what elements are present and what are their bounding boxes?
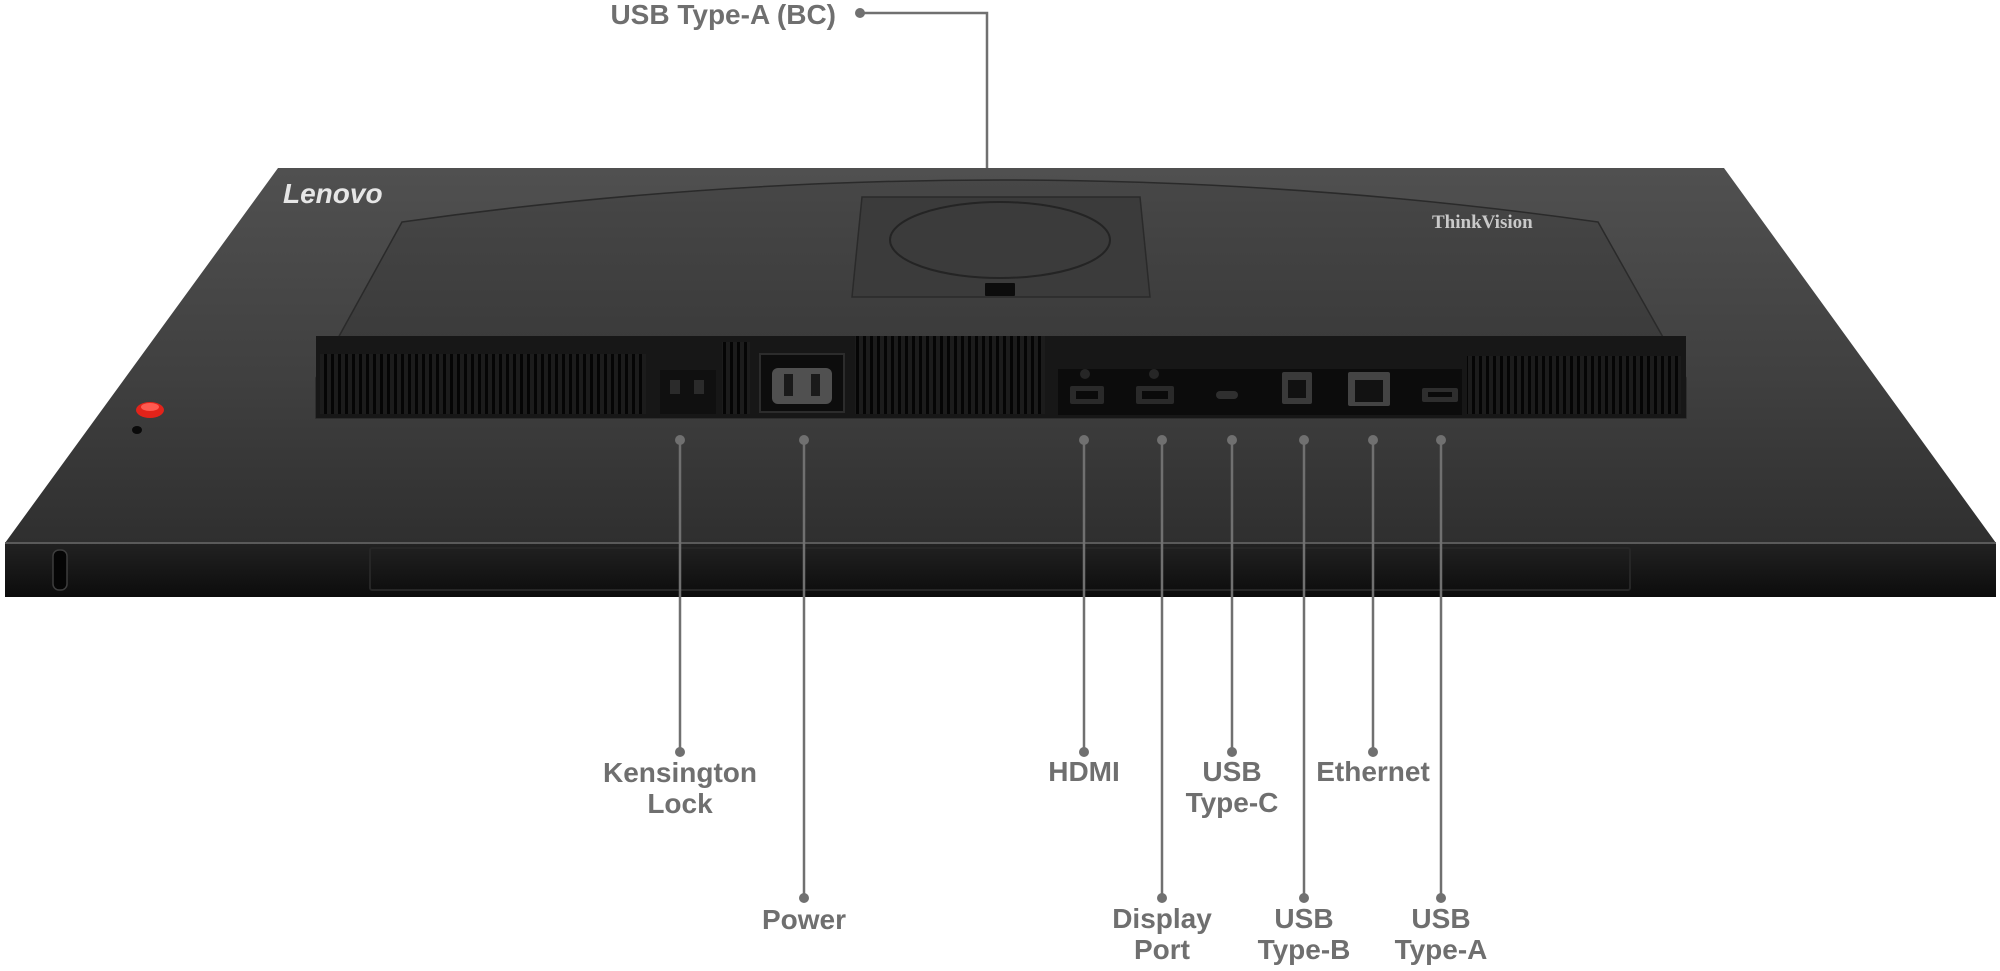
usb-b-port	[1282, 372, 1312, 404]
leader-usb-a	[1436, 435, 1446, 903]
callout-usb-type-a-bc: USB Type-A (BC)	[610, 0, 836, 30]
leader-kensington	[675, 435, 685, 757]
leader-power	[799, 435, 809, 903]
leader-lines	[675, 8, 1446, 903]
leader-usb-a-bc	[855, 8, 989, 168]
monitor-bottom-edge	[5, 543, 1996, 597]
hdmi-port	[1070, 386, 1104, 404]
displayport-port	[1136, 386, 1174, 404]
monitor-body: Lenovo ThinkVision	[5, 168, 1996, 597]
vent-center	[855, 336, 1045, 414]
thinkvision-logo: ThinkVision	[1432, 212, 1533, 233]
callout-ethernet: Ethernet	[1316, 756, 1430, 787]
power-port	[759, 353, 845, 413]
leader-usb-b	[1299, 435, 1309, 903]
vesa-mount-plate	[851, 196, 1151, 298]
leader-usb-c	[1227, 435, 1237, 757]
joystick-button	[132, 402, 164, 434]
side-button	[52, 549, 68, 591]
ethernet-port	[1348, 372, 1390, 406]
vent-left	[320, 354, 646, 414]
usb-a-port	[1422, 388, 1458, 402]
callout-power: Power	[761, 904, 847, 935]
leader-displayport	[1157, 435, 1167, 903]
vent-left-short	[722, 342, 750, 414]
vent-right	[1467, 356, 1681, 414]
usb-a-bc-port	[985, 283, 1015, 296]
usb-c-port	[1216, 391, 1238, 399]
leader-ethernet	[1368, 435, 1378, 757]
leader-hdmi	[1079, 435, 1089, 757]
usb-a-bc-indicator	[1059, 370, 1061, 372]
stand-mount-circle	[889, 201, 1111, 279]
io-port-panel	[1058, 369, 1462, 415]
lenovo-logo: Lenovo	[283, 178, 383, 209]
bezel-groove	[369, 547, 1631, 591]
callout-hdmi: HDMI	[1048, 756, 1120, 787]
kensington-lock-port	[660, 370, 716, 414]
